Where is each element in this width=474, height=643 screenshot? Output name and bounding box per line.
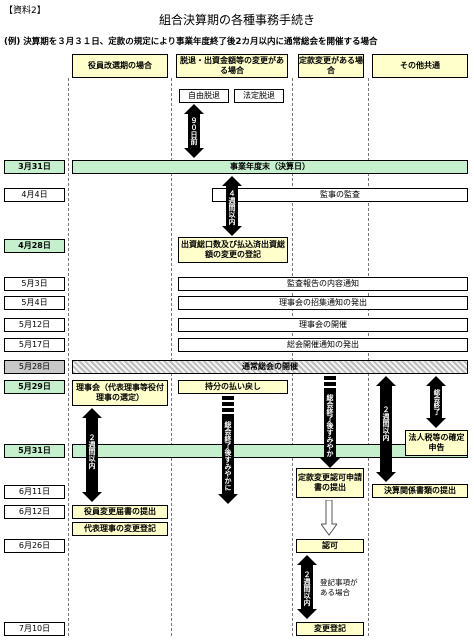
refund-box: 持分の払い戻し — [178, 380, 288, 394]
column-header-capital-change: 脱退・出資金額等の変更がある場合 — [176, 54, 288, 78]
audit-report-bar: 監査報告の内容通知 — [178, 277, 468, 291]
date-label: 5月31日 — [4, 444, 65, 458]
arrow-refund-label: 総会終了後すみやかに — [224, 421, 232, 491]
voluntary-withdrawal-box: 自由脱退 — [179, 89, 229, 103]
hollow-down-arrow — [320, 499, 338, 536]
arrow-2-weeks-articles: ２週間以内 — [297, 555, 317, 619]
date-label: 5月4日 — [4, 296, 65, 310]
page-subtitle: (例) 決算期を３月３１日、定款の規定により事業年度終了後2カ月以内に通常総会を… — [4, 37, 378, 47]
arrow-2-weeks-common: ２週間以内 — [376, 376, 396, 482]
date-label: 6月26日 — [4, 539, 65, 553]
page-title: 組合決算期の各種事務手続き — [158, 13, 315, 27]
capital-registration-text: 出資総口数及び払込済出資総額の変更の登記 — [181, 240, 285, 259]
legal-withdrawal-box: 法定脱退 — [234, 89, 284, 103]
audit-bar: 監事の監査 — [212, 188, 468, 202]
assembly-notice-bar: 総会開催通知の発出 — [178, 338, 468, 352]
date-label: 5月3日 — [4, 277, 65, 291]
board-representative-text: 理事会（代表理事等役付理事の選定） — [76, 383, 164, 402]
date-label: 5月12日 — [4, 318, 65, 332]
date-label: 3月31日 — [4, 160, 65, 174]
registration-note: 登記事項がある場合 — [320, 578, 358, 597]
arrow-90-days-label: ９０日前までに — [178, 117, 198, 145]
tax-return-text: 法人税等の確定申告 — [408, 433, 465, 452]
general-assembly-bar: 通常総会の開催 — [72, 360, 468, 374]
settlement-docs-box: 決算関係書類の提出 — [372, 484, 468, 498]
date-label: 5月17日 — [4, 338, 65, 352]
date-label: 6月12日 — [4, 505, 65, 519]
arrow-tax-label: 総会終了後 — [420, 389, 440, 415]
arrow-refund-after-assembly: 総会終了後すみやかに — [216, 396, 240, 504]
column-header-articles-change: 定款変更がある場合 — [298, 54, 364, 78]
column-header-officer-election: 役員改選期の場合 — [72, 54, 168, 78]
date-label: 5月28日 — [4, 360, 65, 374]
arrow-90-days: ９０日前までに — [178, 104, 204, 158]
arrow-tax-after-assembly: 総会終了後 — [420, 376, 446, 428]
tax-return-box: 法人税等の確定申告 — [405, 430, 468, 456]
document-label: 【資料2】 — [4, 6, 46, 16]
arrow-2-weeks-officer: ２週間以内 — [82, 408, 102, 502]
articles-registration-box: 変更登記 — [296, 622, 364, 636]
column-header-common: その他共通 — [372, 54, 468, 78]
rep-change-registration-box: 代表理事の変更登記 — [72, 522, 168, 536]
date-label: 4月28日 — [4, 239, 65, 253]
arrow-4-weeks-label: ４週間以内 — [228, 189, 236, 225]
arrow-2-weeks-articles-label: ２週間以内 — [303, 570, 311, 606]
articles-approval-text: 定款変更認可申請書の提出 — [298, 473, 362, 492]
board-notice-bar: 理事会の招集通知の発出 — [178, 296, 468, 310]
arrow-articles-label: 総会終了後すみやかに — [314, 393, 334, 457]
fiscal-year-end-bar: 事業年度末（決算日） — [72, 160, 468, 174]
arrow-2-weeks-officer-label: ２週間以内 — [88, 433, 96, 469]
date-label: 4月4日 — [4, 188, 65, 202]
arrow-2-weeks-common-label: ２週間以内 — [382, 405, 390, 441]
capital-registration-box: 出資総口数及び払込済出資総額の変更の登記 — [178, 237, 288, 263]
approval-box: 認可 — [296, 539, 364, 553]
date-label: 5月29日 — [4, 380, 65, 394]
date-label: 7月10日 — [4, 622, 65, 636]
arrow-articles-after-assembly: 総会終了後すみやかに — [314, 376, 342, 468]
articles-approval-application-box: 定款変更認可申請書の提出 — [296, 468, 364, 498]
date-label: 6月11日 — [4, 485, 65, 499]
arrow-4-weeks: ４週間以内 — [222, 176, 242, 236]
board-meeting-bar: 理事会の開催 — [178, 318, 468, 332]
officer-change-box: 役員変更届書の提出 — [72, 505, 168, 519]
board-representative-box: 理事会（代表理事等役付理事の選定） — [72, 380, 168, 406]
